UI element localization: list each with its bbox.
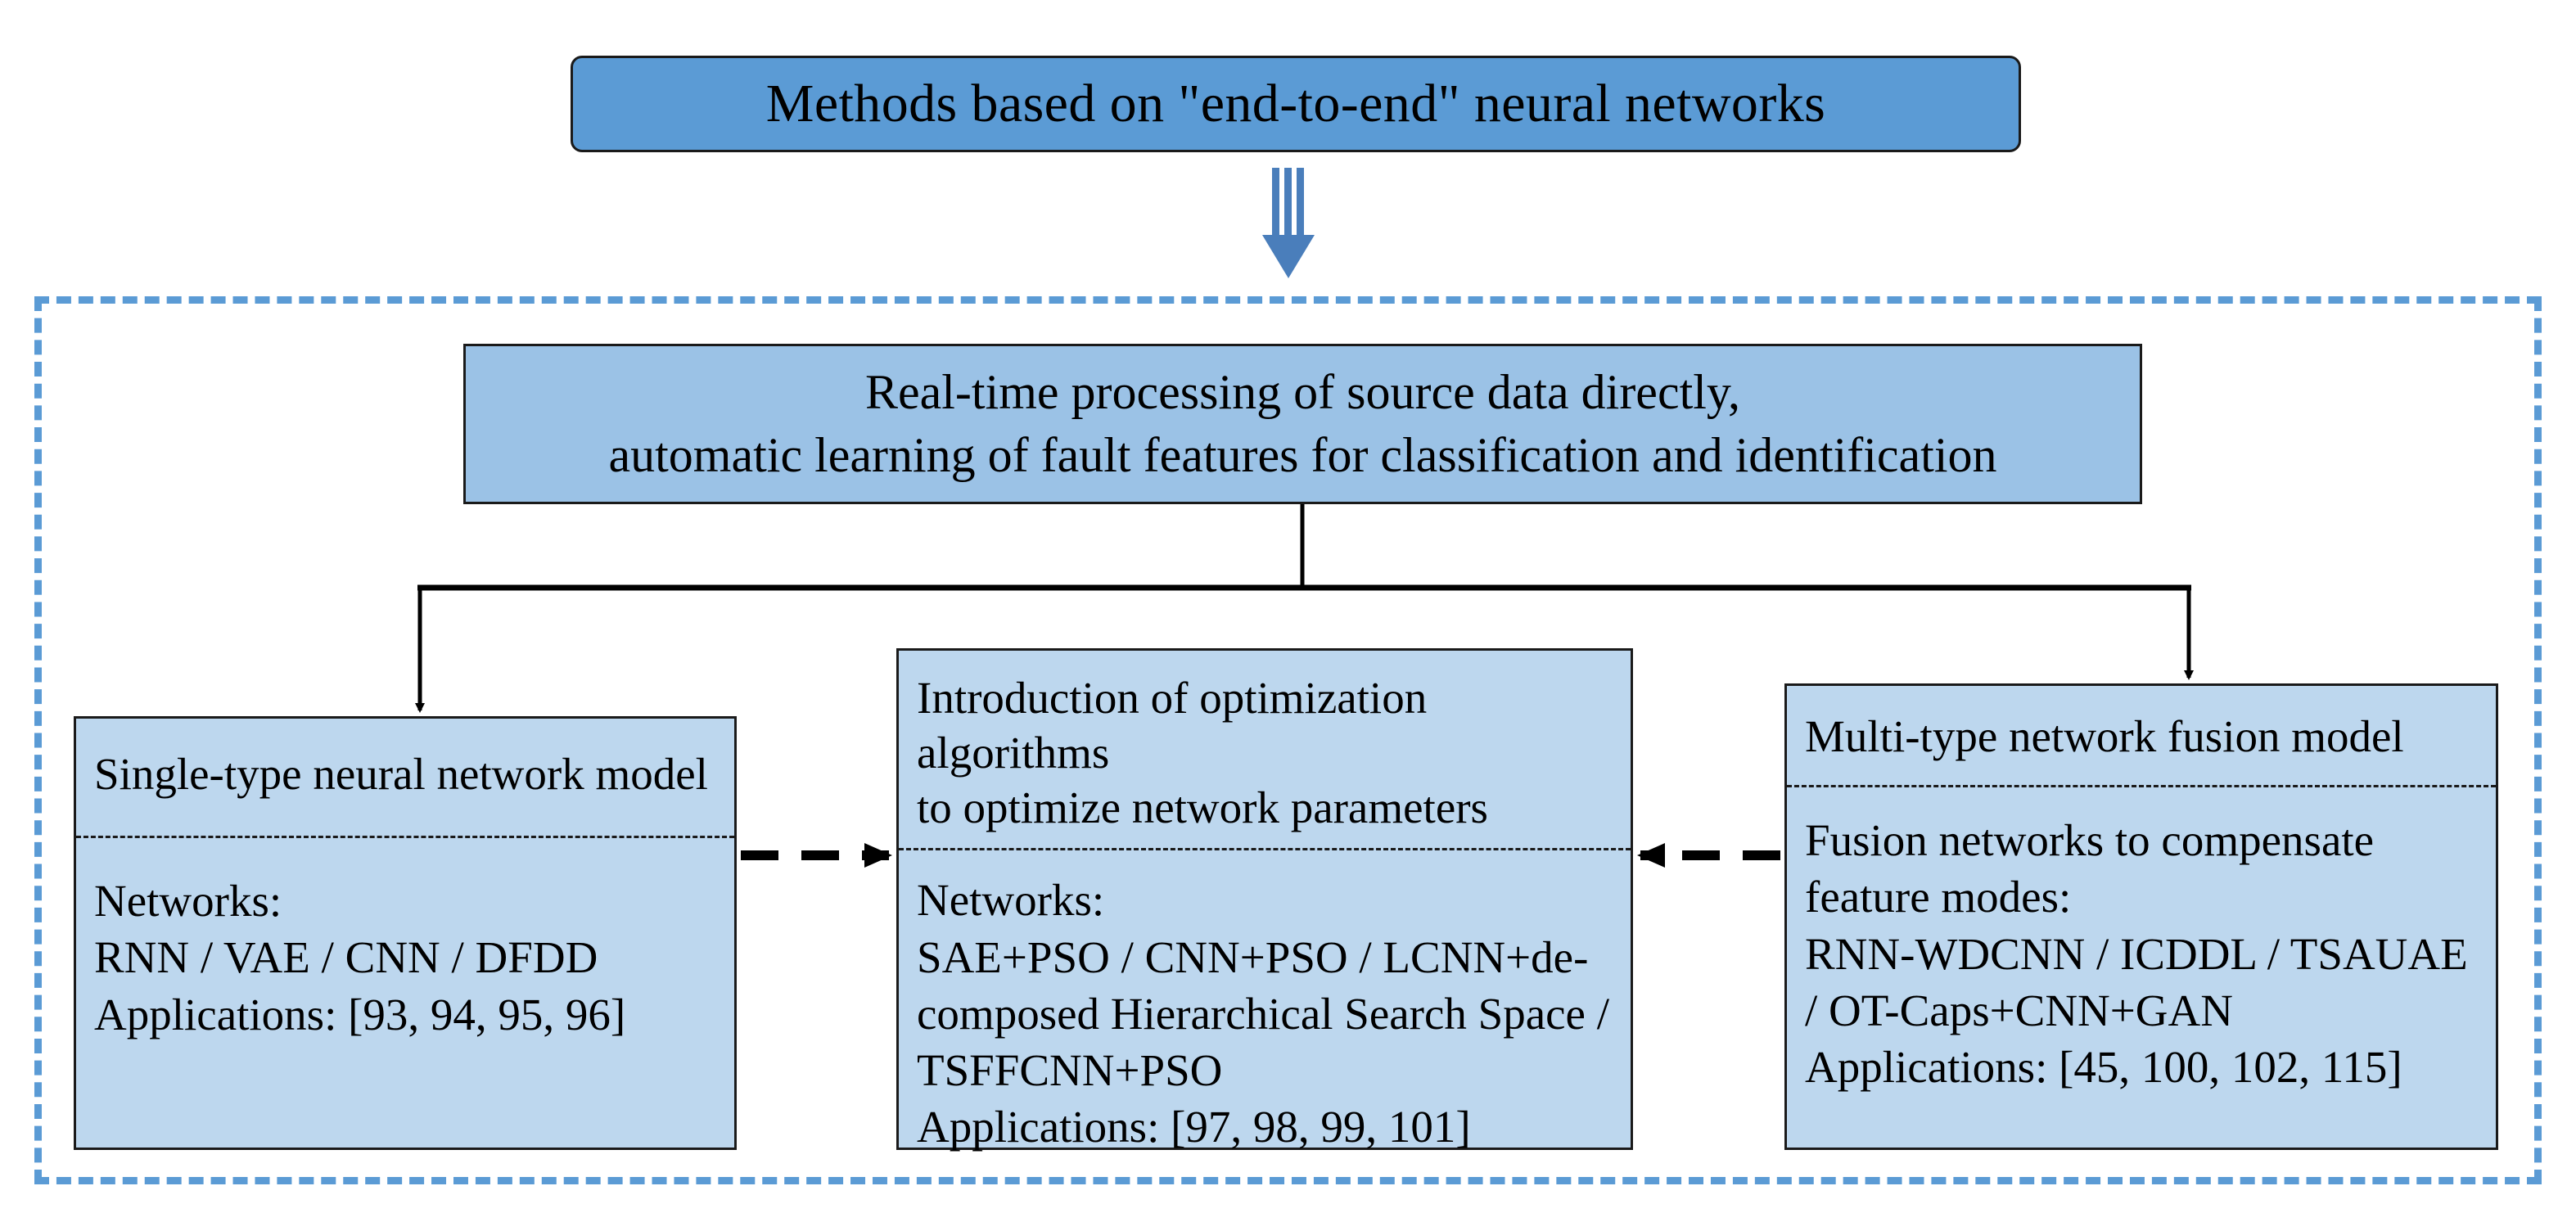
leaf-divider (76, 836, 734, 839)
title-box: Methods based on "end-to-end" neural net… (571, 56, 2021, 152)
leaf-head-single-type: Single-type neural network model (94, 749, 708, 799)
subtitle-line-2: automatic learning of fault features for… (608, 428, 1997, 482)
leaf-head-optimization: Introduction of optimization algorithms … (917, 673, 1488, 833)
leaf-box-multi-type-fusion: Multi-type network fusion model Fusion n… (1784, 683, 2498, 1150)
leaf-head-multi-type-fusion: Multi-type network fusion model (1805, 711, 2404, 761)
title-box-label: Methods based on "end-to-end" neural net… (765, 74, 1826, 133)
subtitle-line-1: Real-time processing of source data dire… (864, 365, 1741, 420)
leaf-box-optimization: Introduction of optimization algorithms … (896, 648, 1633, 1152)
subtitle-box: Real-time processing of source data dire… (463, 344, 2142, 504)
leaf-divider (1787, 785, 2496, 788)
leaf-body-multi-type-fusion: Fusion networks to compensate feature mo… (1805, 815, 2468, 1093)
double-line-down-arrow-icon (1262, 168, 1315, 278)
leaf-divider (899, 848, 1631, 851)
leaf-body-single-type: Networks: RNN / VAE / CNN / DFDD Applica… (94, 876, 626, 1039)
dashed-group-region (34, 296, 2542, 1184)
leaf-box-single-type: Single-type neural network model Network… (74, 716, 737, 1150)
leaf-body-optimization: Networks: SAE+PSO / CNN+PSO / LCNN+de- c… (917, 875, 1610, 1152)
